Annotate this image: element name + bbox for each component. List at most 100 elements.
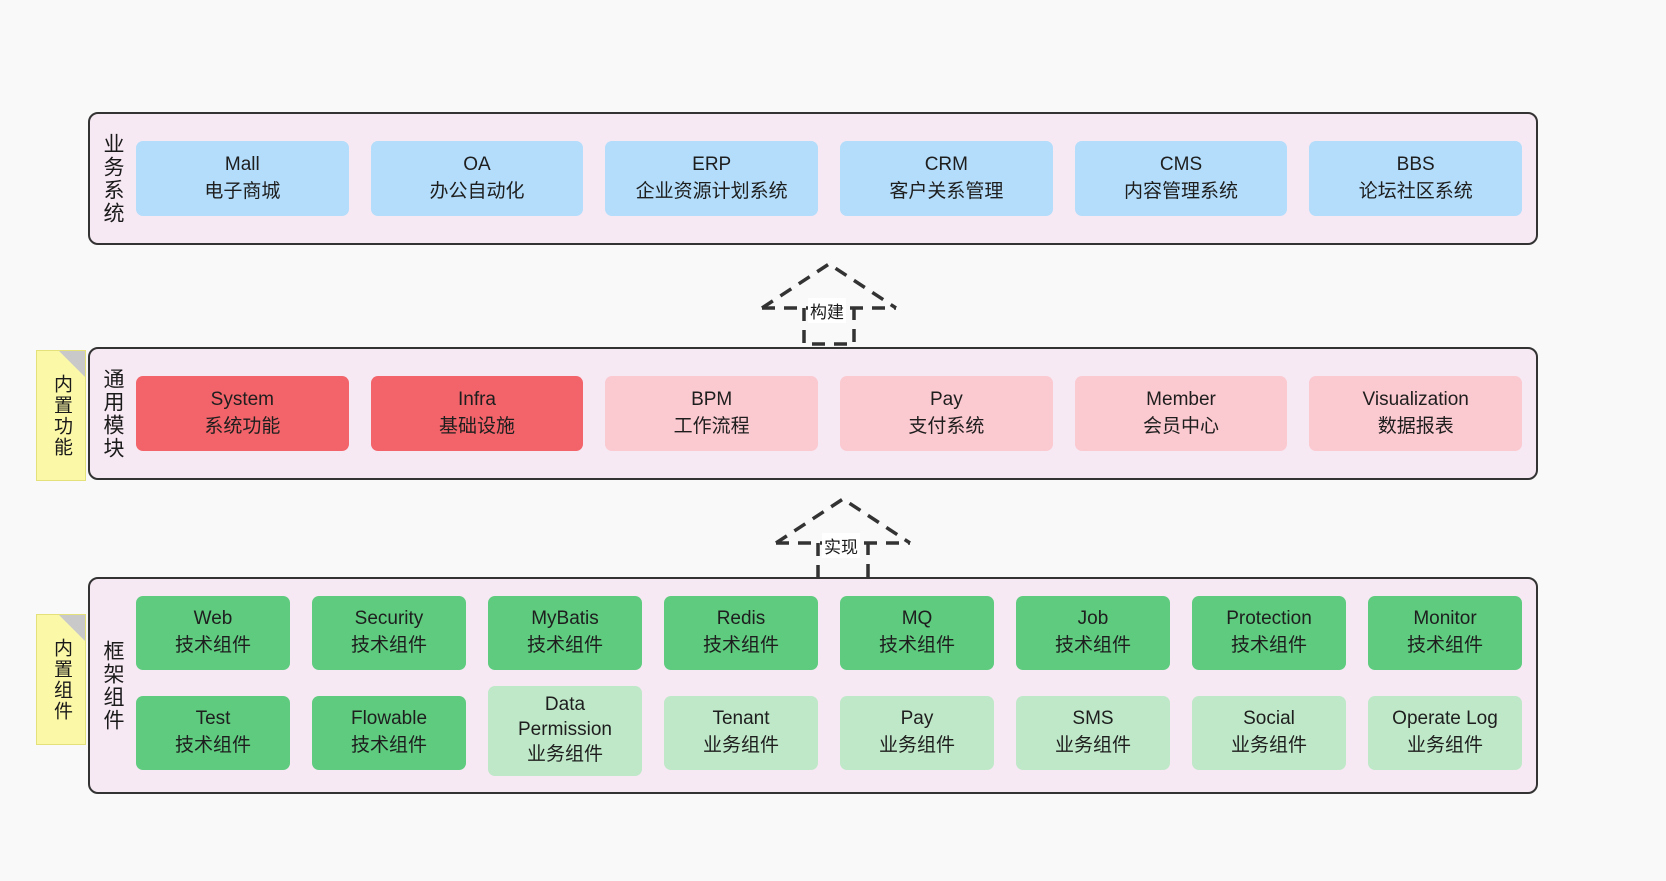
box-bpm-title: BPM (691, 389, 733, 411)
connector-implement: 实现 (770, 493, 916, 581)
connector-build: 构建 (756, 258, 902, 346)
box-data-permission-title: Data Permission (518, 694, 612, 741)
box-security[interactable]: Security 技术组件 (312, 595, 466, 670)
box-operate-log-subtitle: 业务组件 (1406, 734, 1483, 756)
box-operate-log-title: Operate Log (1392, 708, 1498, 730)
row-common-modules: System 系统功能 Infra 基础设施 BPM 工作流程 Pay 支付系统… (136, 376, 1523, 451)
box-monitor-subtitle: 技术组件 (1406, 634, 1483, 656)
box-social-subtitle: 业务组件 (1230, 734, 1307, 756)
row-technical-components: Web 技术组件 Security 技术组件 MyBatis 技术组件 Redi… (136, 595, 1522, 670)
box-infra-subtitle: 基础设施 (439, 415, 516, 437)
box-mq-subtitle: 技术组件 (878, 634, 955, 656)
box-job[interactable]: Job 技术组件 (1016, 595, 1170, 670)
box-web-subtitle: 技术组件 (174, 634, 251, 656)
box-security-subtitle: 技术组件 (350, 634, 427, 656)
layer-framework-component: 框架组件 Web 技术组件 Security 技术组件 MyBatis 技术组件… (88, 577, 1538, 794)
note-builtin-feature: 内置功能 (36, 350, 86, 481)
box-cms-subtitle: 内容管理系统 (1124, 180, 1239, 202)
box-cms-title: CMS (1159, 154, 1203, 176)
box-system-subtitle: 系统功能 (204, 415, 281, 437)
box-web[interactable]: Web 技术组件 (136, 595, 290, 670)
note-builtin-feature-label: 内置功能 (50, 373, 72, 458)
box-tenant-subtitle: 业务组件 (702, 734, 779, 756)
note-fold-icon (59, 351, 85, 377)
box-monitor[interactable]: Monitor 技术组件 (1368, 595, 1522, 670)
box-pay-module-title: Pay (929, 389, 963, 411)
connector-build-label: 构建 (808, 298, 846, 323)
note-builtin-component-label: 内置组件 (50, 637, 72, 722)
box-flowable-title: Flowable (350, 708, 428, 730)
box-mq[interactable]: MQ 技术组件 (840, 595, 994, 670)
row-business-systems: Mall 电子商城 OA 办公自动化 ERP 企业资源计划系统 CRM 客户关系… (136, 141, 1523, 216)
box-mybatis-title: MyBatis (531, 608, 599, 630)
box-social[interactable]: Social 业务组件 (1192, 695, 1346, 770)
box-pay-module-subtitle: 支付系统 (908, 415, 985, 437)
box-test-title: Test (195, 708, 231, 730)
box-bpm[interactable]: BPM 工作流程 (605, 376, 819, 451)
layer-body-framework-component: Web 技术组件 Security 技术组件 MyBatis 技术组件 Redi… (134, 579, 1536, 792)
box-pay-component[interactable]: Pay 业务组件 (840, 695, 994, 770)
box-flowable-subtitle: 技术组件 (350, 734, 427, 756)
box-erp-subtitle: 企业资源计划系统 (635, 180, 788, 202)
box-tenant-title: Tenant (712, 708, 770, 730)
layer-body-common-module: System 系统功能 Infra 基础设施 BPM 工作流程 Pay 支付系统… (134, 349, 1536, 478)
box-sms[interactable]: SMS 业务组件 (1016, 695, 1170, 770)
layer-common-module: 通用模块 System 系统功能 Infra 基础设施 BPM 工作流程 Pay… (88, 347, 1538, 480)
box-operate-log[interactable]: Operate Log 业务组件 (1368, 695, 1522, 770)
box-mall-title: Mall (224, 154, 260, 176)
box-redis-subtitle: 技术组件 (702, 634, 779, 656)
box-crm-subtitle: 客户关系管理 (889, 180, 1004, 202)
box-protection-subtitle: 技术组件 (1230, 634, 1307, 656)
box-visualization-title: Visualization (1362, 389, 1469, 411)
note-builtin-component: 内置组件 (36, 614, 86, 745)
box-bpm-subtitle: 工作流程 (673, 415, 750, 437)
box-bbs-title: BBS (1396, 154, 1435, 176)
box-bbs[interactable]: BBS 论坛社区系统 (1309, 141, 1523, 216)
box-member[interactable]: Member 会员中心 (1074, 376, 1288, 451)
layer-title-common-module: 通用模块 (101, 367, 125, 460)
box-infra-title: Infra (457, 389, 497, 411)
box-tenant[interactable]: Tenant 业务组件 (664, 695, 818, 770)
box-crm[interactable]: CRM 客户关系管理 (840, 141, 1053, 216)
box-system[interactable]: System 系统功能 (136, 376, 349, 451)
layer-title-framework-component: 框架组件 (101, 639, 125, 732)
layer-business-system: 业务系统 Mall 电子商城 OA 办公自动化 ERP 企业资源计划系统 CRM… (88, 112, 1538, 245)
row-business-components: Test 技术组件 Flowable 技术组件 Data Permission … (136, 685, 1522, 776)
box-social-title: Social (1243, 708, 1295, 730)
box-data-permission-subtitle: 业务组件 (526, 743, 603, 765)
box-flowable[interactable]: Flowable 技术组件 (312, 695, 466, 770)
box-oa-title: OA (463, 154, 491, 176)
box-oa-subtitle: 办公自动化 (429, 180, 525, 202)
box-infra[interactable]: Infra 基础设施 (370, 376, 584, 451)
box-test[interactable]: Test 技术组件 (136, 695, 290, 770)
box-pay-module[interactable]: Pay 支付系统 (840, 376, 1053, 451)
layer-body-business-system: Mall 电子商城 OA 办公自动化 ERP 企业资源计划系统 CRM 客户关系… (134, 114, 1536, 243)
box-sms-title: SMS (1072, 708, 1114, 730)
box-mybatis[interactable]: MyBatis 技术组件 (488, 595, 642, 670)
box-member-subtitle: 会员中心 (1143, 415, 1220, 437)
box-erp[interactable]: ERP 企业资源计划系统 (605, 141, 819, 216)
box-visualization-subtitle: 数据报表 (1377, 415, 1454, 437)
box-security-title: Security (354, 608, 424, 630)
box-pay-component-subtitle: 业务组件 (878, 734, 955, 756)
box-erp-title: ERP (692, 154, 732, 176)
box-web-title: Web (193, 608, 233, 630)
connector-implement-label: 实现 (822, 533, 860, 558)
box-redis-title: Redis (716, 608, 766, 630)
box-protection[interactable]: Protection 技术组件 (1192, 595, 1346, 670)
box-system-title: System (210, 389, 275, 411)
box-mall[interactable]: Mall 电子商城 (136, 141, 349, 216)
box-sms-subtitle: 业务组件 (1054, 734, 1131, 756)
box-test-subtitle: 技术组件 (174, 734, 251, 756)
box-cms[interactable]: CMS 内容管理系统 (1074, 141, 1288, 216)
box-data-permission[interactable]: Data Permission 业务组件 (488, 685, 642, 776)
box-oa[interactable]: OA 办公自动化 (370, 141, 584, 216)
box-visualization[interactable]: Visualization 数据报表 (1309, 376, 1523, 451)
note-fold-icon (59, 615, 85, 641)
box-redis[interactable]: Redis 技术组件 (664, 595, 818, 670)
box-mall-subtitle: 电子商城 (204, 180, 281, 202)
box-bbs-subtitle: 论坛社区系统 (1358, 180, 1473, 202)
layer-title-business-system: 业务系统 (101, 132, 125, 225)
box-mq-title: MQ (901, 608, 933, 630)
